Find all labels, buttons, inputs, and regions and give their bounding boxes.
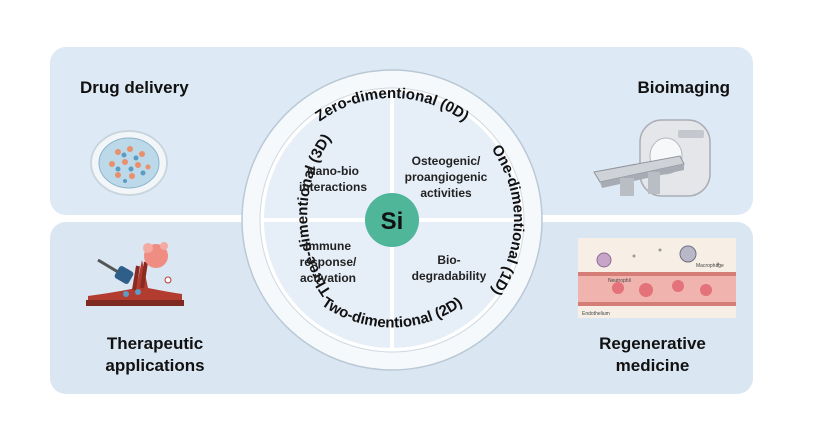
therapeutic-line2: applications: [105, 356, 205, 375]
neutrophil-text: Neutrophil: [608, 278, 631, 284]
drug-delivery-label: Drug delivery: [80, 78, 189, 97]
bioimaging-label: Bioimaging: [637, 78, 730, 97]
osteogenic-line3: activities: [420, 186, 472, 200]
immune-line3: activation: [300, 271, 356, 285]
silicon-center-circle: [365, 193, 419, 247]
immune-line1: Immune: [305, 239, 351, 253]
mri-scanner-icon: [593, 119, 711, 197]
macrophage-text: Macrophage: [696, 263, 724, 269]
regenerative-line2: medicine: [615, 356, 690, 375]
regenerative-line1: Regenerative: [599, 334, 706, 353]
immune-line2: response/: [300, 255, 357, 269]
nanoparticle-icon: [90, 130, 168, 196]
therapy-injection-icon: [86, 242, 184, 306]
endothelium-text: Endothelium: [582, 311, 610, 317]
blood-vessel-tissue-icon: Macrophage Neutrophil Endothelium: [578, 238, 736, 318]
regenerative-medicine-label: Regenerative medicine: [565, 333, 740, 377]
osteogenic-line1: Osteogenic/: [412, 154, 481, 168]
nano-bio-line1: Nano-bio: [307, 164, 359, 178]
silicon-label: Si: [381, 208, 404, 235]
biodegradability-line2: degradability: [412, 269, 487, 283]
nano-bio-line2: interactions: [299, 180, 367, 194]
therapeutic-line1: Therapeutic: [106, 334, 204, 353]
biodegradability-line1: Bio-: [437, 253, 460, 267]
osteogenic-line2: proangiogenic: [405, 170, 488, 184]
therapeutic-applications-label: Therapeutic applications: [80, 333, 230, 377]
